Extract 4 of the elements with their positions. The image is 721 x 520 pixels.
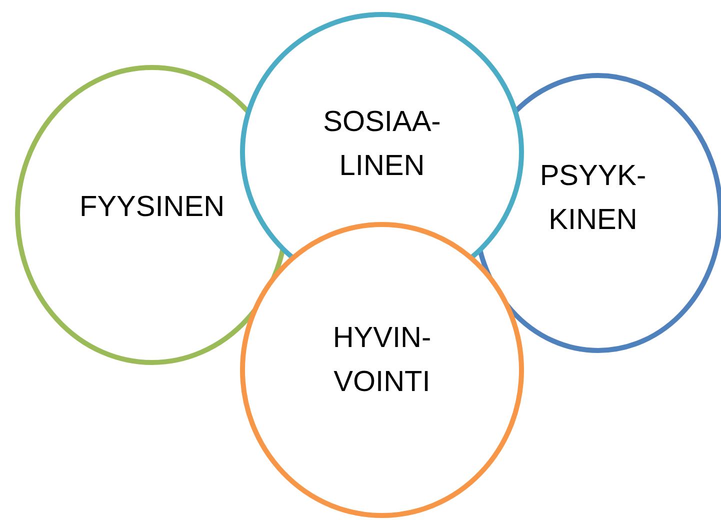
circle-label: FYYSINEN xyxy=(78,190,226,225)
circle-label: PSYYK- KINEN xyxy=(538,159,648,238)
circle-label: HYVIN- VOINTI xyxy=(332,321,432,400)
circle-label: SOSIAA- LINEN xyxy=(322,105,442,184)
